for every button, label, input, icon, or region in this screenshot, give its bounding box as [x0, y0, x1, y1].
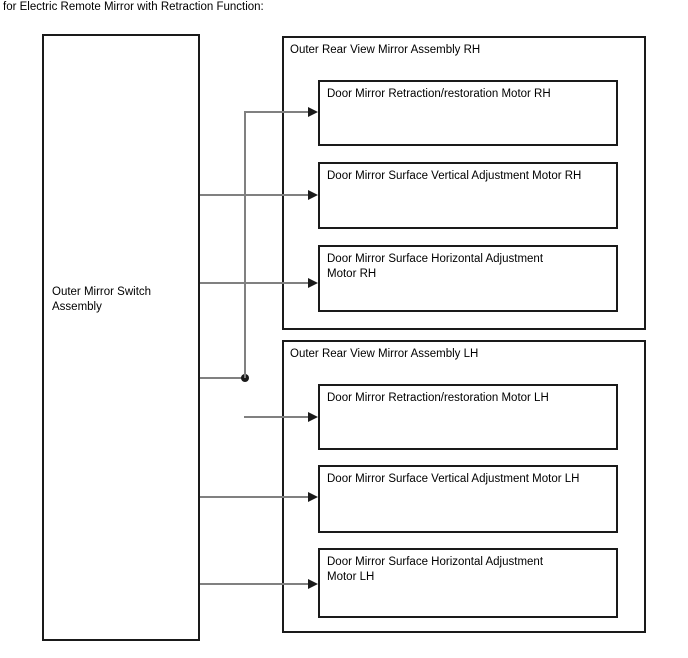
assembly-lh-title: Outer Rear View Mirror Assembly LH — [290, 348, 479, 360]
arrow-horizontal-rh — [308, 278, 318, 288]
motor-label-horizontal-lh: Door Mirror Surface Horizontal Adjustmen… — [327, 556, 544, 583]
wire-retraction-lh — [244, 416, 310, 418]
motor-label-vertical-rh: Door Mirror Surface Vertical Adjustment … — [327, 170, 582, 182]
arrow-vertical-lh — [308, 492, 318, 502]
wire-vertical-rh — [200, 194, 310, 196]
motor-label-vertical-lh: Door Mirror Surface Vertical Adjustment … — [327, 473, 580, 485]
motor-label-horizontal-rh: Door Mirror Surface Horizontal Adjustmen… — [327, 253, 544, 280]
wire-retraction-trunk-vertical — [244, 111, 246, 378]
wire-switch-to-retraction-junction — [200, 377, 246, 379]
motor-box-retraction-rh: Door Mirror Retraction/restoration Motor… — [318, 80, 618, 146]
wire-vertical-lh — [200, 496, 310, 498]
retraction-junction-dot — [241, 374, 249, 382]
motor-box-retraction-lh: Door Mirror Retraction/restoration Motor… — [318, 384, 618, 450]
arrow-vertical-rh — [308, 190, 318, 200]
arrow-retraction-rh — [308, 107, 318, 117]
assembly-rh-title: Outer Rear View Mirror Assembly RH — [290, 44, 481, 56]
outer-rear-view-mirror-assembly-rh: Outer Rear View Mirror Assembly RH — [282, 36, 646, 330]
outer-mirror-switch-assembly-label: Outer Mirror Switch Assembly — [52, 286, 152, 313]
wire-retraction-rh — [244, 111, 310, 113]
motor-box-horizontal-rh: Door Mirror Surface Horizontal Adjustmen… — [318, 245, 618, 312]
wire-horizontal-rh — [200, 282, 310, 284]
wire-horizontal-lh — [200, 583, 310, 585]
arrow-retraction-lh — [308, 412, 318, 422]
motor-box-vertical-lh: Door Mirror Surface Vertical Adjustment … — [318, 465, 618, 533]
motor-label-retraction-rh: Door Mirror Retraction/restoration Motor… — [327, 88, 551, 100]
diagram-caption: for Electric Remote Mirror with Retracti… — [3, 1, 264, 13]
motor-label-retraction-lh: Door Mirror Retraction/restoration Motor… — [327, 392, 549, 404]
outer-mirror-switch-assembly-box: Outer Mirror Switch Assembly — [42, 34, 200, 641]
outer-rear-view-mirror-assembly-lh: Outer Rear View Mirror Assembly LH — [282, 340, 646, 633]
arrow-horizontal-lh — [308, 579, 318, 589]
motor-box-horizontal-lh: Door Mirror Surface Horizontal Adjustmen… — [318, 548, 618, 618]
motor-box-vertical-rh: Door Mirror Surface Vertical Adjustment … — [318, 162, 618, 229]
